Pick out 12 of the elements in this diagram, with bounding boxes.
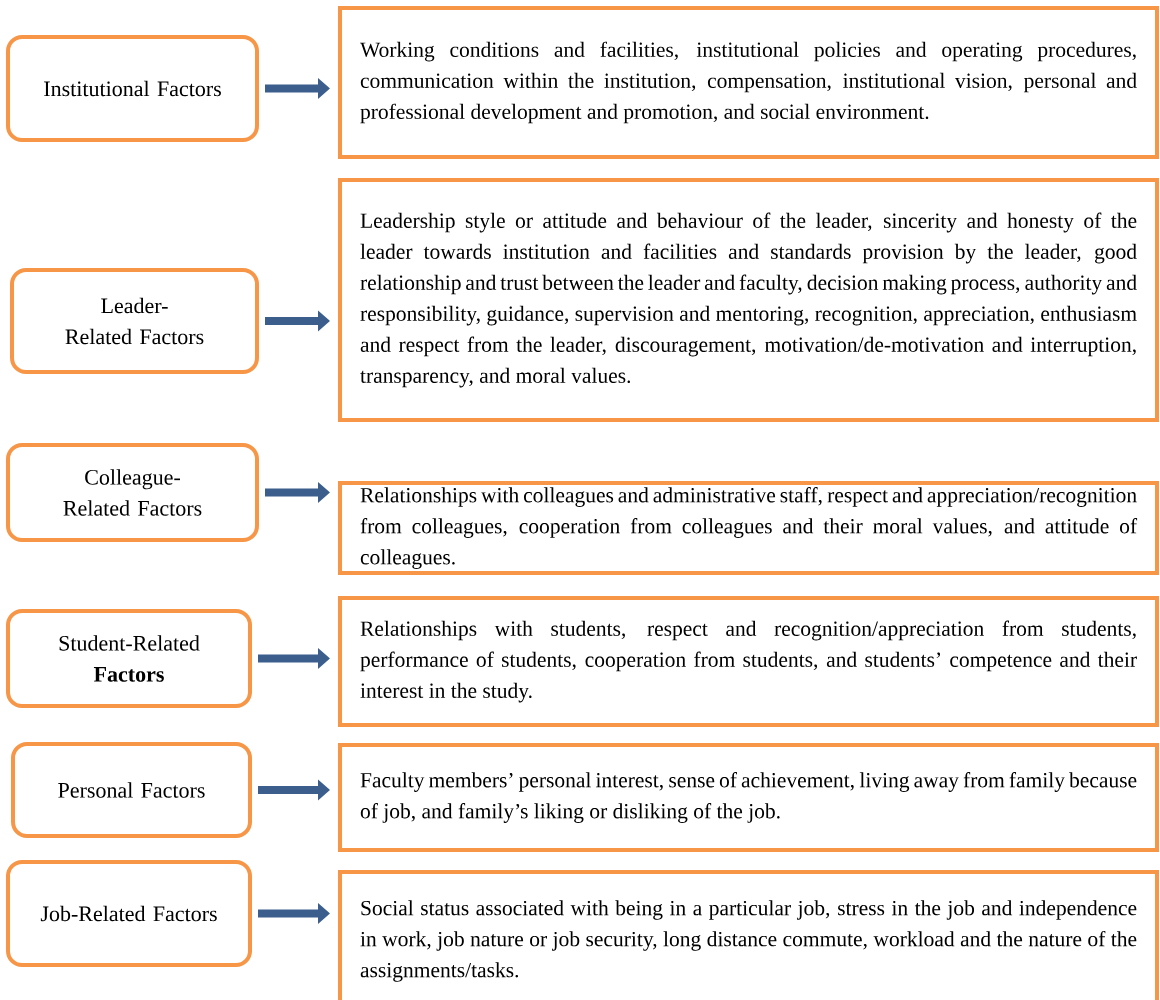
factor-box: Institutional Factors — [6, 35, 259, 142]
factor-box: Job-Related Factors — [6, 860, 252, 967]
factor-box: Leader-Related Factors — [10, 268, 259, 374]
description-box: Social status associated with being in a particular job, stress in the job and independence in work, job nature or job security, long distance commute, workload and the nature of the assignments/tasks. — [338, 870, 1159, 1000]
factor-box: Student-Related Factors — [6, 609, 252, 708]
factor-box: Personal Factors — [11, 742, 252, 838]
description-box: Leadership style or attitude and behaviour of the leader, sincerity and honesty of the leader towards institution and facilities and standards provision by the leader, good relationship and trust between the leader and faculty, decision making process, authority and responsibility, guidance, supervision and mentoring, recognition, appreciation, enthusiasm and respect from the leader, discouragement, motivation/de-motivation and interruption, transparency, and moral values. — [338, 178, 1159, 422]
description-box: Relationships with students, respect and recognition/appreciation from students, performance of students, cooperation from students, and students’ competence and their interest in the study. — [338, 596, 1159, 727]
description-box: Working conditions and facilities, institutional policies and operating procedures, communication within the institution, compensation, institutional vision, personal and professional development and promotion, and social environment. — [338, 6, 1159, 159]
factor-box: Colleague-Related Factors — [6, 443, 259, 542]
description-box: Faculty members’ personal interest, sense of achievement, living away from family because of job, and family’s liking or disliking of the job. — [338, 743, 1159, 852]
description-box: Relationships with colleagues and administrative staff, respect and appreciation/recognition from colleagues, cooperation from colleagues and their moral values, and attitude of colleagues. — [338, 481, 1159, 575]
